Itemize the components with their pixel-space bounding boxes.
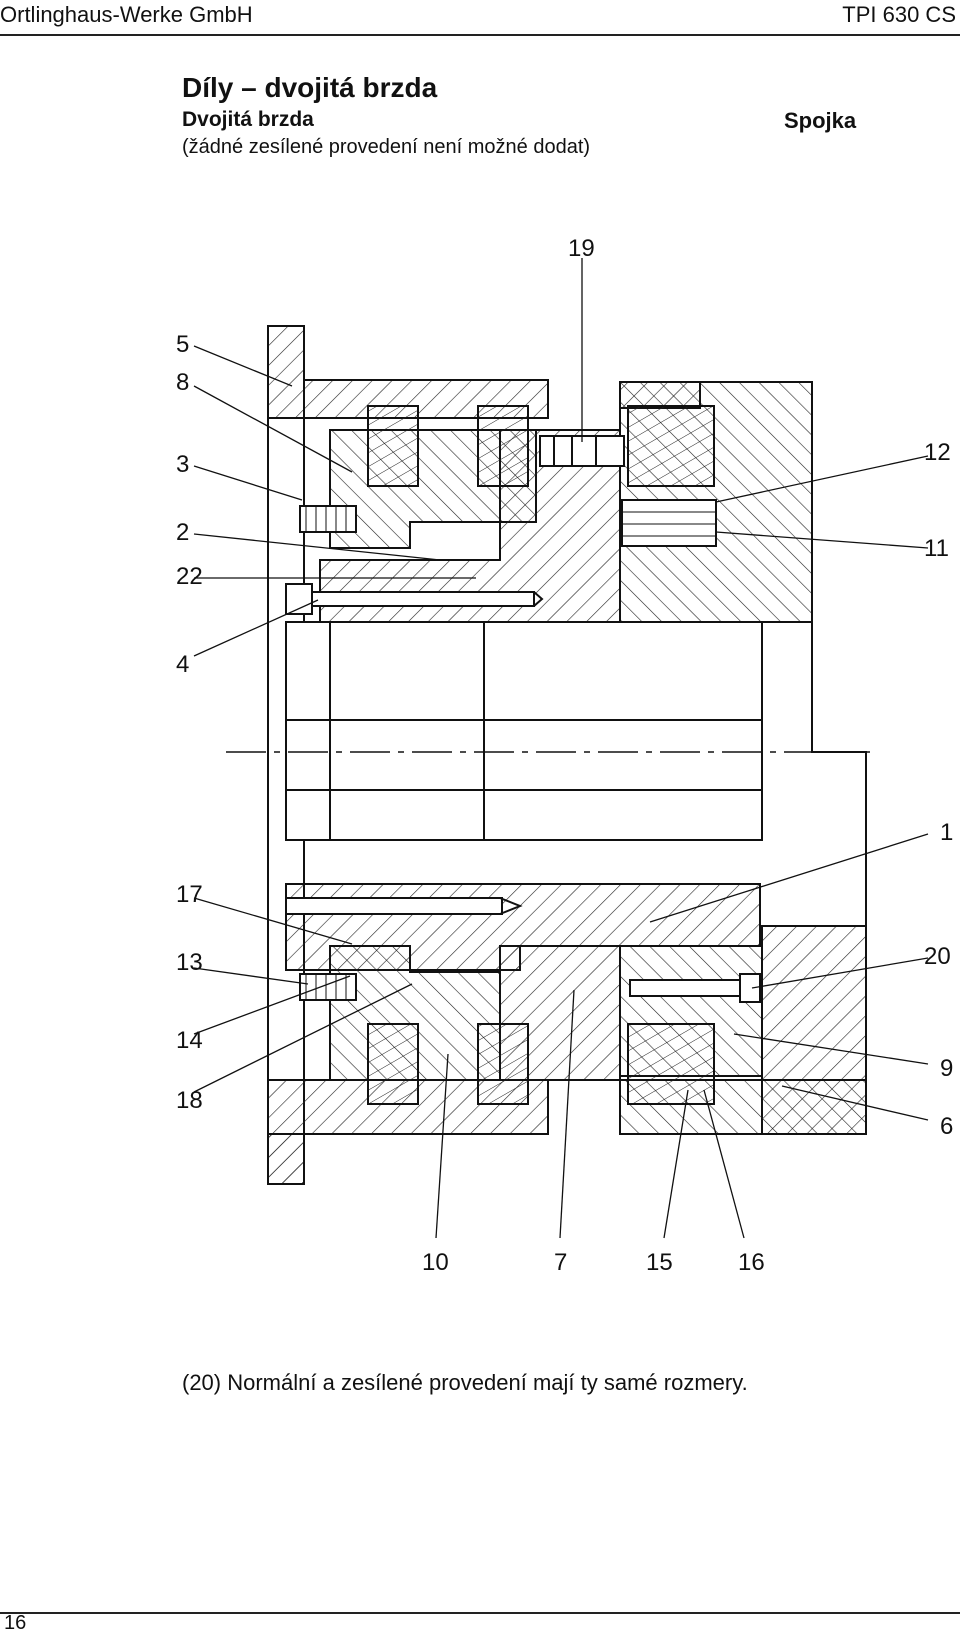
callout-16: 16 (738, 1249, 765, 1276)
footnote: (20) Normální a zesílené provedení mají … (182, 1370, 748, 1395)
callout-3: 3 (176, 451, 189, 478)
callout-20: 20 (924, 943, 951, 970)
callout-10: 10 (422, 1249, 449, 1276)
callout-6: 6 (940, 1113, 953, 1140)
callout-5: 5 (176, 331, 189, 358)
company-name: Ortlinghaus-Werke GmbH (0, 2, 253, 27)
page-footer-rule (0, 1612, 960, 1614)
callout-4: 4 (176, 651, 189, 678)
callout-14: 14 (176, 1027, 203, 1054)
callout-9: 9 (940, 1055, 953, 1082)
page-subtitle: Dvojitá brzda (182, 108, 314, 131)
availability-note: (žádné zesílené provedení není možné dod… (182, 136, 591, 158)
callout-7: 7 (554, 1249, 567, 1276)
page-title: Díly – dvojitá brzda (182, 72, 438, 103)
callout-1: 1 (940, 819, 953, 846)
callout-22: 22 (176, 563, 203, 590)
callout-18: 18 (176, 1087, 203, 1114)
callout-17: 17 (176, 881, 203, 908)
product-code: TPI 630 CS (842, 2, 956, 27)
callout-12: 12 (924, 439, 951, 466)
page-header: Ortlinghaus-Werke GmbH TPI 630 CS (0, 0, 960, 36)
callout-2: 2 (176, 519, 189, 546)
callout-15: 15 (646, 1249, 673, 1276)
callout-19: 19 (568, 235, 595, 262)
callout-11: 11 (924, 535, 949, 562)
callout-13: 13 (176, 949, 203, 976)
section-label: Spojka (784, 108, 857, 133)
page-number: 16 (4, 1612, 27, 1634)
callout-8: 8 (176, 369, 189, 396)
